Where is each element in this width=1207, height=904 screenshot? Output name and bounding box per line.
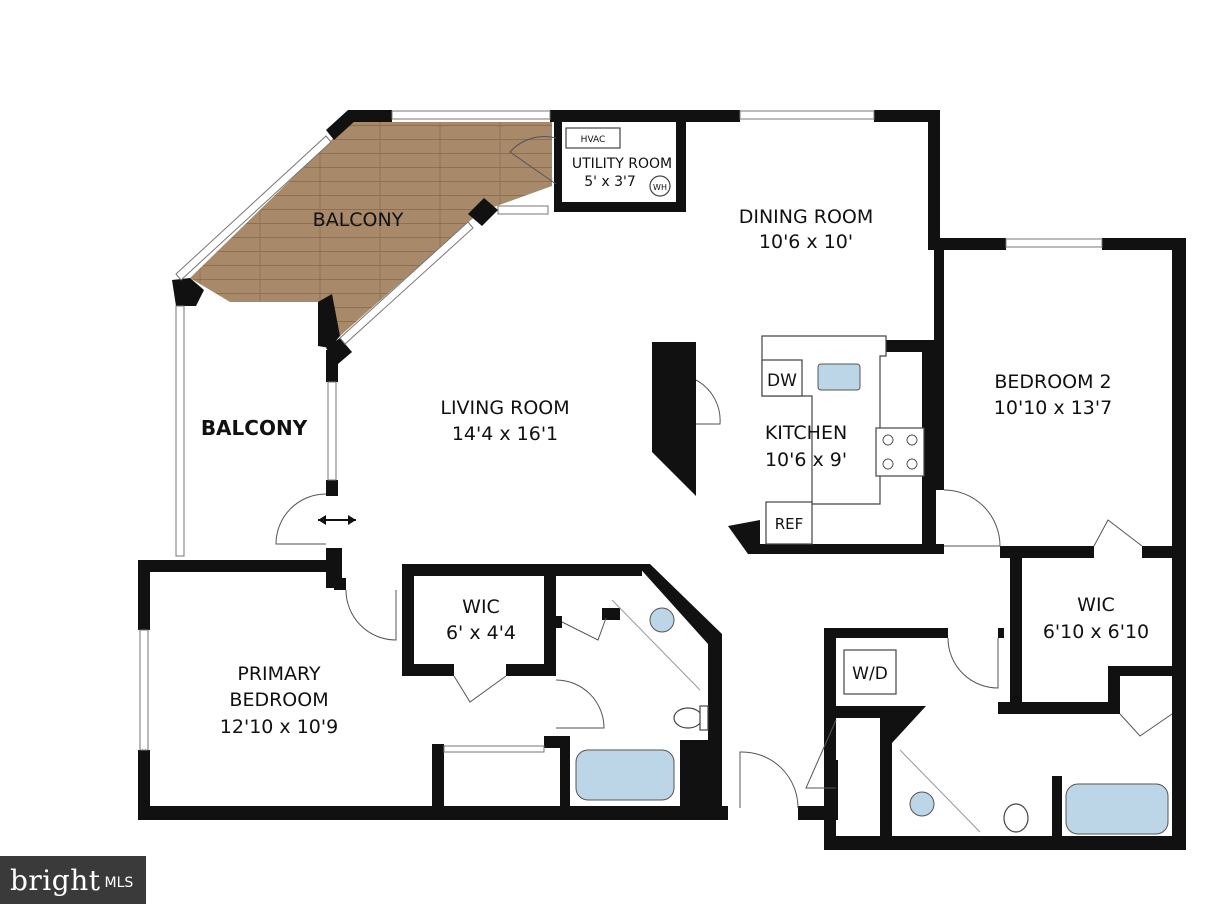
bath-sink-icon [649,607,675,633]
wic2-size: 6'10 x 6'10 [1043,621,1149,643]
bedroom2-label: BEDROOM 2 [994,371,1111,393]
kitchen-size: 10'6 x 9' [765,449,847,471]
exterior-walls [138,110,1186,850]
refrigerator-label: REF [775,515,804,533]
watermark-brand: bright [10,863,101,897]
washer-dryer-label: W/D [852,664,888,684]
pantry-walls [652,342,696,496]
utility-room-size: 5' x 3'7 [584,174,636,190]
stove-icon [875,427,925,477]
water-heater-icon [649,175,671,197]
fixtures [565,127,1169,835]
bathtub-icon [575,749,675,801]
balcony-deck [190,122,552,336]
balcony-side-label: BALCONY [201,416,308,440]
toilet2-icon [1003,803,1029,833]
primary-bedroom-label-line1: PRIMARY [237,663,321,685]
pantry-label: P [670,398,681,419]
watermark-suffix: MLS [104,875,134,891]
bath2-sink-icon [909,791,935,817]
refrigerator [765,501,813,545]
toilet-icon [673,707,703,729]
utility-room-label: UTILITY ROOM [572,156,672,172]
dining-room-label: DINING ROOM [739,206,874,228]
living-room-size: 14'4 x 16'1 [452,423,558,445]
windows [139,110,1103,751]
living-room-label: LIVING ROOM [440,397,569,419]
interior-walls [402,122,1186,840]
dishwasher [761,359,803,397]
room-labels: BALCONY HVAC UTILITY ROOM 5' x 3'7 WH DI… [201,135,1149,738]
dining-room-size: 10'6 x 10' [759,231,853,253]
kitchen-label: KITCHEN [765,422,847,444]
hvac-unit [565,127,621,149]
balcony-top-label: BALCONY [313,209,404,231]
dishwasher-label: DW [767,371,797,391]
wic2-label: WIC [1077,594,1115,616]
bathtub2-icon [1065,783,1169,835]
wic1-label: WIC [462,596,500,618]
primary-bedroom-size: 12'10 x 10'9 [220,716,338,738]
doors [275,136,1173,809]
hvac-label: HVAC [581,135,606,145]
washer-dryer [843,649,897,695]
bedroom2-size: 10'10 x 13'7 [994,397,1112,419]
double-arrow-icon [318,515,356,525]
bright-mls-watermark: bright MLS [0,856,146,904]
water-heater-label: WH [653,183,667,192]
wic1-size: 6' x 4'4 [446,622,516,644]
primary-bedroom-label-line2: BEDROOM [229,689,328,711]
sink-icon [817,363,861,391]
